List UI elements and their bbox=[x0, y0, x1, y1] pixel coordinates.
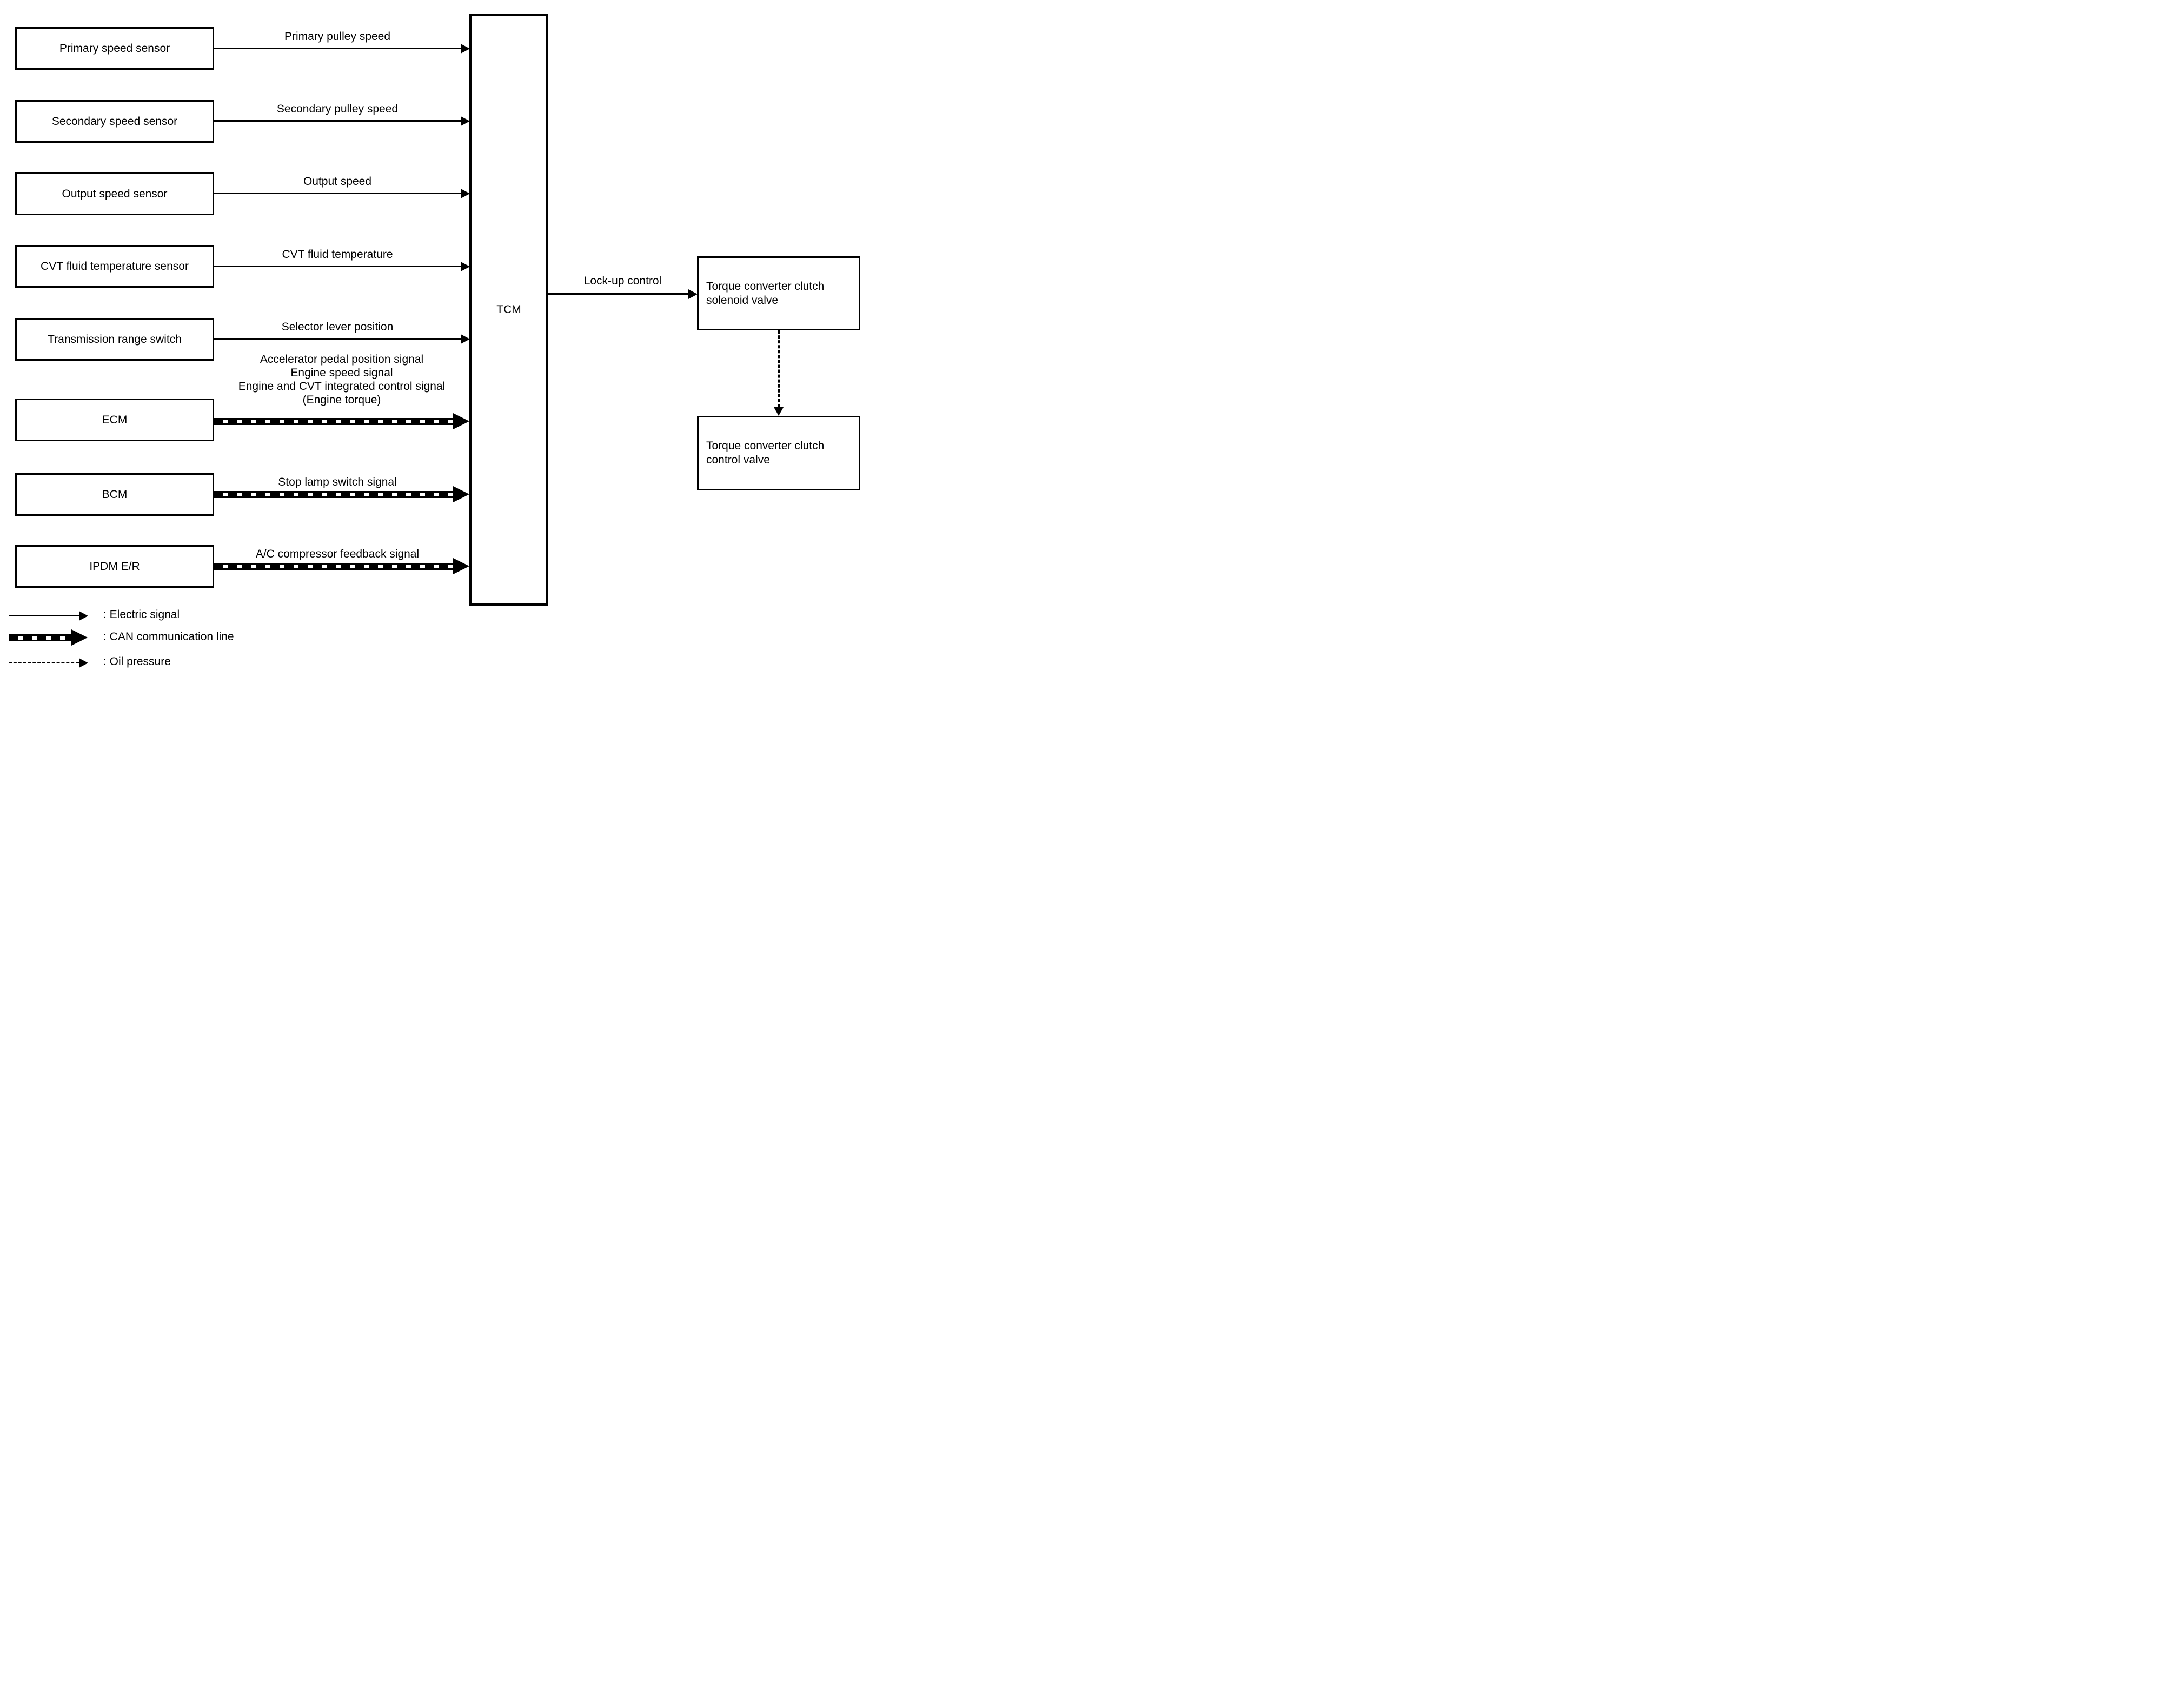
can-arrow-ecm bbox=[214, 418, 453, 425]
arrowhead-icon bbox=[79, 611, 88, 621]
signal-line-engine-cvt-integrated-control: Engine and CVT integrated control signal bbox=[238, 380, 446, 393]
arrowhead-icon bbox=[688, 289, 698, 299]
electric-arrow-lockup-control bbox=[548, 293, 688, 295]
legend-can-communication-arrow-icon bbox=[9, 634, 71, 641]
can-arrowhead-icon bbox=[453, 486, 469, 502]
signal-label-stop-lamp-switch: Stop lamp switch signal bbox=[278, 476, 397, 488]
node-torque-converter-clutch-control-valve: Torque converter clutch control valve bbox=[697, 416, 860, 490]
electric-arrow-secondary-pulley-speed bbox=[214, 120, 461, 122]
node-tcm: TCM bbox=[469, 14, 548, 606]
can-arrow-ipdm bbox=[214, 563, 453, 570]
legend-electric-signal-arrow-icon bbox=[9, 615, 79, 616]
arrowhead-icon bbox=[461, 189, 470, 198]
electric-arrow-primary-pulley-speed bbox=[214, 48, 461, 49]
oil-pressure-arrow-solenoid-to-control-valve bbox=[778, 330, 780, 407]
arrowhead-icon bbox=[461, 334, 470, 344]
node-label-line1: Torque converter clutch bbox=[706, 280, 825, 293]
can-arrow-bcm bbox=[214, 491, 453, 498]
legend-label-oil-pressure: : Oil pressure bbox=[103, 655, 171, 668]
signal-label-cvt-fluid-temperature: CVT fluid temperature bbox=[282, 248, 393, 261]
signal-label-selector-lever-position: Selector lever position bbox=[281, 321, 394, 333]
signal-label-secondary-pulley-speed: Secondary pulley speed bbox=[276, 103, 399, 115]
signal-line-accelerator-pedal-position: Accelerator pedal position signal bbox=[260, 353, 424, 366]
arrowhead-icon bbox=[79, 658, 88, 668]
node-ipdm-er: IPDM E/R bbox=[15, 545, 214, 588]
can-arrowhead-icon bbox=[453, 413, 469, 429]
signal-label-primary-pulley-speed: Primary pulley speed bbox=[284, 30, 391, 43]
node-torque-converter-clutch-solenoid-valve: Torque converter clutch solenoid valve bbox=[697, 256, 860, 330]
arrowhead-icon bbox=[461, 262, 470, 271]
signal-label-output-speed: Output speed bbox=[303, 175, 372, 188]
arrowhead-icon bbox=[461, 44, 470, 54]
can-arrowhead-icon bbox=[453, 558, 469, 574]
legend-label-electric-signal: : Electric signal bbox=[103, 608, 180, 621]
node-label-line2: control valve bbox=[706, 454, 770, 466]
node-label-line2: solenoid valve bbox=[706, 294, 779, 307]
can-arrowhead-icon bbox=[71, 629, 88, 646]
arrowhead-icon bbox=[461, 116, 470, 126]
node-ecm: ECM bbox=[15, 399, 214, 441]
signal-label-lockup-control: Lock-up control bbox=[583, 275, 662, 287]
oil-arrowhead-icon bbox=[774, 407, 784, 416]
electric-arrow-cvt-fluid-temperature bbox=[214, 266, 461, 267]
signal-label-ecm-can-signals: Accelerator pedal position signal Engine… bbox=[135, 353, 548, 407]
signal-line-engine-speed: Engine speed signal bbox=[290, 367, 393, 379]
electric-arrow-selector-lever-position bbox=[214, 338, 461, 340]
tcm-lockup-block-diagram: Primary speed sensor Secondary speed sen… bbox=[0, 0, 874, 680]
signal-label-ac-compressor-feedback: A/C compressor feedback signal bbox=[255, 548, 420, 560]
node-primary-speed-sensor: Primary speed sensor bbox=[15, 27, 214, 70]
node-cvt-fluid-temperature-sensor: CVT fluid temperature sensor bbox=[15, 245, 214, 288]
node-output-speed-sensor: Output speed sensor bbox=[15, 172, 214, 215]
node-bcm: BCM bbox=[15, 473, 214, 516]
node-label-line1: Torque converter clutch bbox=[706, 440, 825, 452]
legend-oil-pressure-arrow-icon bbox=[9, 662, 79, 663]
node-secondary-speed-sensor: Secondary speed sensor bbox=[15, 100, 214, 143]
signal-line-engine-torque: (Engine torque) bbox=[302, 394, 381, 406]
legend-label-can-communication-line: : CAN communication line bbox=[103, 631, 234, 643]
electric-arrow-output-speed bbox=[214, 193, 461, 194]
node-transmission-range-switch: Transmission range switch bbox=[15, 318, 214, 361]
